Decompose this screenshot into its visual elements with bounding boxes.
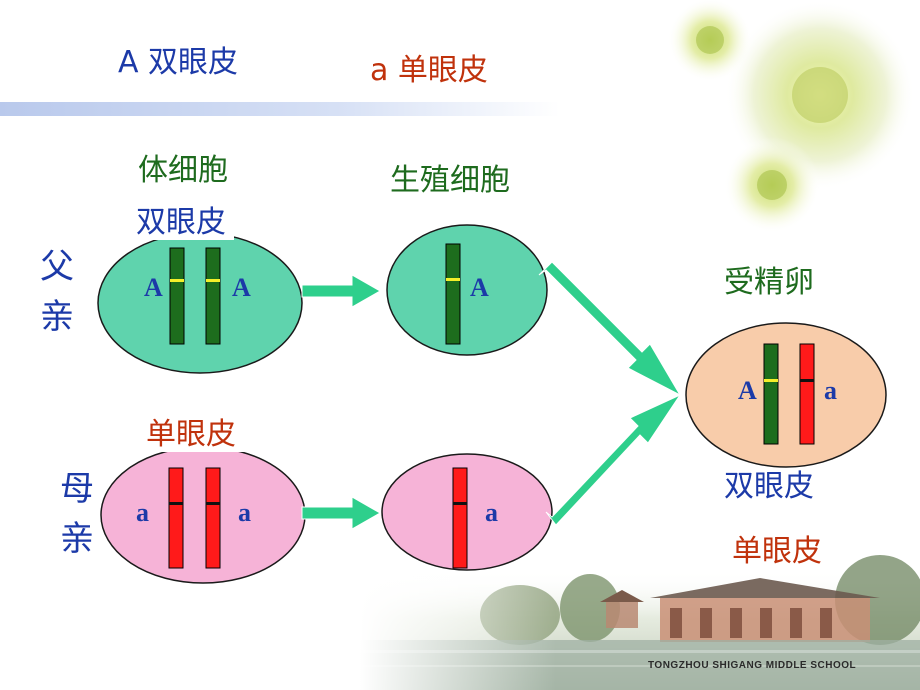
father-germ-allele: A xyxy=(470,273,489,302)
allele-marker xyxy=(206,279,220,282)
mother-label-line1: 母 xyxy=(60,469,94,509)
father-germ-cell xyxy=(386,224,548,356)
father-label-line1: 父 xyxy=(40,247,74,287)
mother-phenotype: 单眼皮 xyxy=(138,418,244,452)
germ-cell-heading: 生殖细胞 xyxy=(390,163,510,198)
header-divider xyxy=(0,102,560,116)
chromosome xyxy=(763,343,779,445)
chromosome xyxy=(169,247,185,345)
zygote-allele-2: a xyxy=(824,376,837,405)
chromosome xyxy=(799,343,815,445)
father-body-allele-2: A xyxy=(232,273,251,302)
chromosome xyxy=(452,467,468,569)
allele-marker xyxy=(206,502,220,505)
father-to-germ-arrow xyxy=(301,274,382,308)
chromosome xyxy=(445,243,461,345)
allele-marker xyxy=(800,379,814,382)
zygote-phenotype: 双眼皮 xyxy=(724,469,814,504)
mother-body-allele-2: a xyxy=(238,498,251,527)
chromosome xyxy=(205,247,221,345)
zygote-carried-trait: 单眼皮 xyxy=(724,535,830,569)
scenery-decoration xyxy=(360,540,920,690)
zygote-cell xyxy=(685,322,887,468)
body-cell-heading: 体细胞 xyxy=(138,153,228,188)
father-label-line2: 亲 xyxy=(40,297,74,337)
zygote-allele-1: A xyxy=(738,376,757,405)
mother-body-allele-1: a xyxy=(136,498,149,527)
flower-decoration xyxy=(668,0,915,233)
dominant-allele-legend: A 双眼皮 xyxy=(118,45,239,80)
allele-marker xyxy=(446,278,460,281)
father-body-cell xyxy=(97,232,303,374)
allele-marker xyxy=(170,279,184,282)
recessive-allele-legend: a 单眼皮 xyxy=(370,53,488,88)
allele-marker xyxy=(453,502,467,505)
mother-body-cell xyxy=(100,446,306,584)
mother-to-germ-arrow xyxy=(301,496,382,530)
father-body-allele-1: A xyxy=(144,273,163,302)
father-germ-to-zygote-arrow xyxy=(538,261,682,397)
mother-label-line2: 亲 xyxy=(60,519,94,559)
chromosome xyxy=(205,467,221,569)
zygote-heading: 受精卵 xyxy=(724,265,814,300)
father-phenotype: 双眼皮 xyxy=(128,206,234,240)
chromosome xyxy=(168,467,184,569)
mother-germ-allele: a xyxy=(485,498,498,527)
mother-germ-to-zygote-arrow xyxy=(545,393,682,526)
school-name: TONGZHOU SHIGANG MIDDLE SCHOOL xyxy=(648,660,857,671)
allele-marker xyxy=(169,502,183,505)
allele-marker xyxy=(764,379,778,382)
